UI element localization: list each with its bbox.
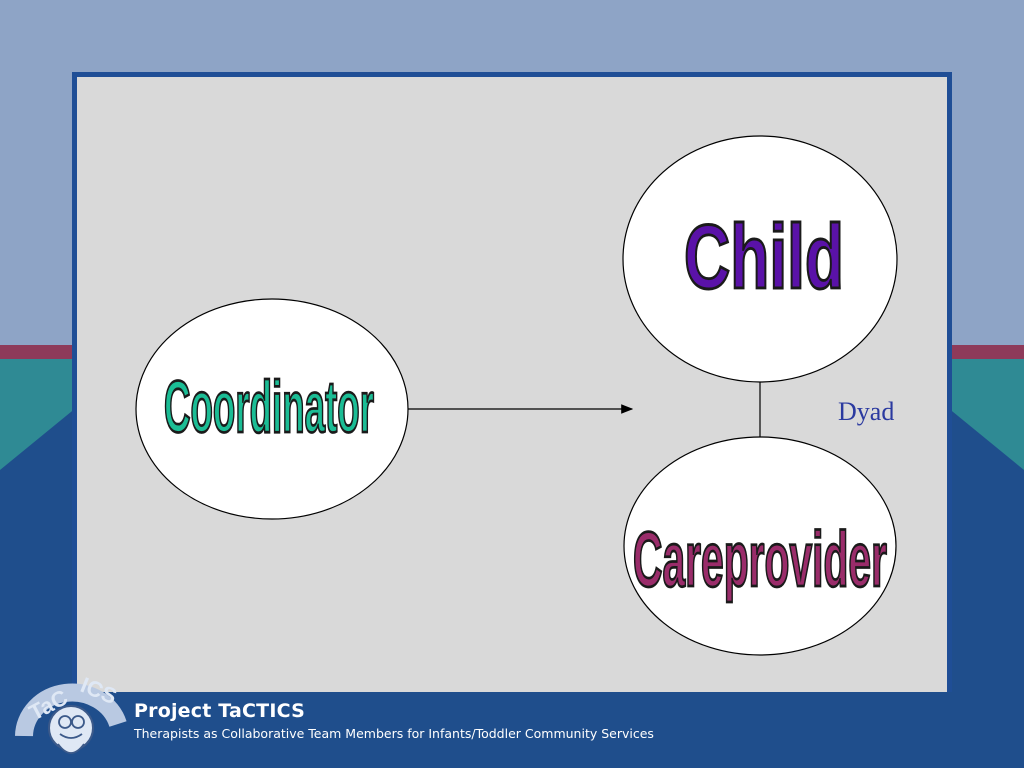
child-label: Child bbox=[684, 206, 844, 308]
careprovider-label: Careprovider bbox=[633, 515, 887, 603]
coordinator-circle bbox=[135, 298, 409, 520]
careprovider-node: Careprovider bbox=[623, 436, 897, 656]
child-node: Child bbox=[622, 135, 898, 383]
logo-emblem bbox=[48, 705, 94, 751]
coordinator-node: Coordinator bbox=[135, 298, 409, 520]
child-circle bbox=[622, 135, 898, 383]
tactics-logo: TaC ICS bbox=[15, 672, 127, 754]
footer-title: Project TaCTICS bbox=[134, 700, 305, 722]
footer-bar bbox=[0, 692, 1024, 768]
dyad-label: Dyad bbox=[838, 397, 894, 426]
coordinator-label: Coordinator bbox=[164, 367, 374, 449]
careprovider-circle bbox=[623, 436, 897, 656]
footer-subtitle: Therapists as Collaborative Team Members… bbox=[134, 726, 654, 741]
